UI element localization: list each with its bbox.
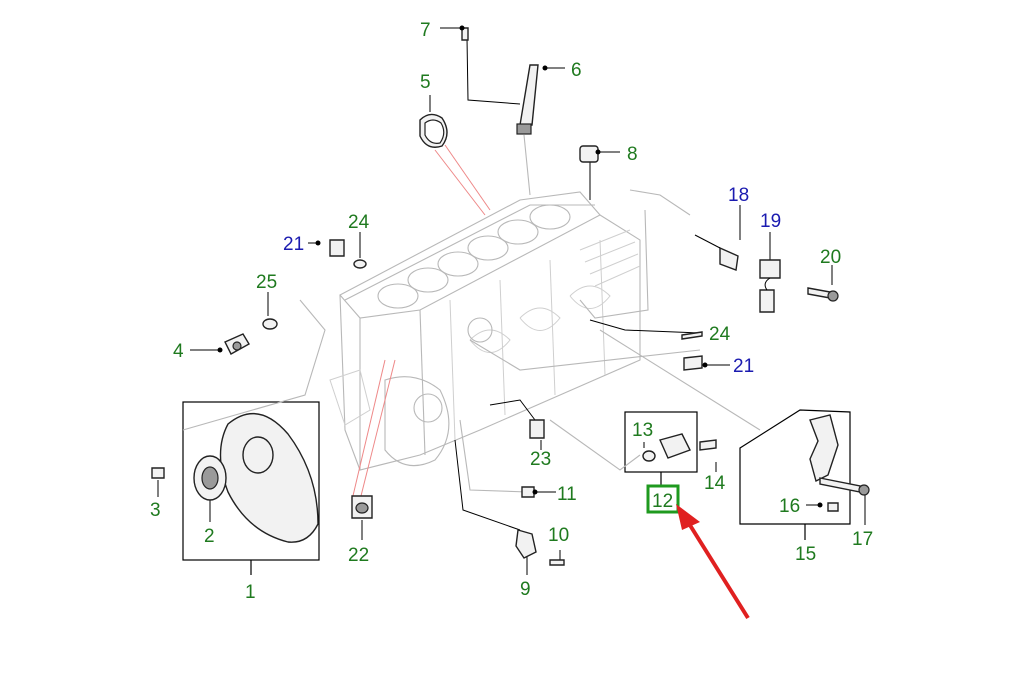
callout-labels: 7 6 5 8 18 19 20 21 24 25 4 24 21 13 23 … (150, 20, 873, 603)
callout-4: 4 (173, 341, 184, 362)
callout-2: 2 (204, 526, 215, 547)
callout-24-right: 24 (709, 324, 731, 345)
callout-7: 7 (420, 20, 431, 41)
callout-5: 5 (420, 72, 431, 93)
callout-1: 1 (245, 582, 256, 603)
leader-lines (157, 27, 866, 575)
callout-11: 11 (557, 484, 577, 505)
box-1 (182, 401, 320, 575)
red-guide-lines (351, 144, 491, 501)
parts (151, 27, 870, 566)
callout-25: 25 (256, 272, 277, 293)
callout-3: 3 (150, 500, 161, 521)
callout-21-top: 21 (283, 234, 304, 255)
callout-24-top: 24 (348, 212, 370, 233)
callout-13: 13 (632, 420, 653, 441)
leader-dots (217, 25, 823, 508)
box-15 (739, 409, 851, 540)
callout-9: 9 (520, 579, 531, 600)
callout-14: 14 (704, 473, 726, 494)
callout-18: 18 (728, 185, 749, 206)
red-arrow-pointer (676, 504, 750, 620)
callout-17: 17 (852, 529, 873, 550)
engine-block-illustration (329, 191, 641, 471)
callout-12-highlight: 12 (646, 484, 680, 514)
callout-8: 8 (627, 144, 638, 165)
callout-16: 16 (779, 496, 800, 517)
callout-21-right: 21 (733, 356, 754, 377)
callout-6: 6 (571, 60, 582, 81)
box-12 (624, 411, 698, 486)
callout-15: 15 (795, 544, 816, 565)
callout-20: 20 (820, 247, 841, 268)
callout-23: 23 (530, 449, 551, 470)
callout-19: 19 (760, 211, 781, 232)
callout-22: 22 (348, 545, 369, 566)
callout-10: 10 (548, 525, 569, 546)
callout-12: 12 (652, 491, 673, 512)
